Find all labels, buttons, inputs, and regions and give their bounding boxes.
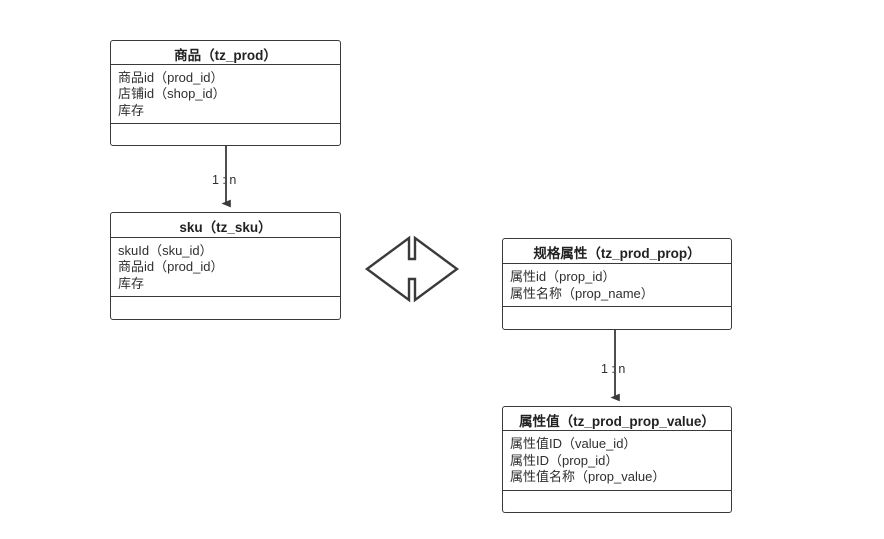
field-item: 库存 <box>118 275 145 291</box>
entity-title-tz-prod: 商品（tz_prod） <box>111 41 340 65</box>
entity-footer-tz-sku <box>111 297 340 319</box>
field-item: 属性ID（prop_id） <box>510 452 619 468</box>
entity-title-tz-prod-prop-value: 属性值（tz_prod_prop_value） <box>503 407 731 432</box>
field-item: 商品id（prod_id） <box>118 69 224 85</box>
entity-fields-tz-sku: skuId（sku_id） 商品id（prod_id） 库存 <box>111 238 340 298</box>
field-item: 属性值ID（value_id） <box>510 436 637 452</box>
field-item: 店铺id（shop_id） <box>118 86 226 102</box>
field-item: 库存 <box>118 102 145 118</box>
entity-tz-prod-prop-value[interactable]: 属性值（tz_prod_prop_value） 属性值ID（value_id） … <box>502 406 732 513</box>
field-item: 属性id（prop_id） <box>510 269 616 285</box>
cardinality-label-prop-propvalue: 1 : n <box>601 362 626 376</box>
entity-fields-tz-prod-prop: 属性id（prop_id） 属性名称（prop_name） <box>503 264 731 308</box>
entity-tz-prod[interactable]: 商品（tz_prod） 商品id（prod_id） 店铺id（shop_id） … <box>110 40 341 146</box>
field-item: 商品id（prod_id） <box>118 259 224 275</box>
entity-footer-tz-prod <box>111 124 340 145</box>
field-item: 属性值名称（prop_value） <box>510 469 666 485</box>
entity-fields-tz-prod: 商品id（prod_id） 店铺id（shop_id） 库存 <box>111 65 340 125</box>
entity-fields-tz-prod-prop-value: 属性值ID（value_id） 属性ID（prop_id） 属性值名称（prop… <box>503 431 731 491</box>
field-item: skuId（sku_id） <box>118 242 213 258</box>
entity-title-tz-prod-prop: 规格属性（tz_prod_prop） <box>503 239 731 265</box>
entity-tz-prod-prop[interactable]: 规格属性（tz_prod_prop） 属性id（prop_id） 属性名称（pr… <box>502 238 732 330</box>
double-headed-arrow-icon <box>364 235 460 303</box>
entity-tz-sku[interactable]: sku（tz_sku） skuId（sku_id） 商品id（prod_id） … <box>110 212 341 320</box>
entity-footer-tz-prod-prop-value <box>503 491 731 512</box>
field-item: 属性名称（prop_name） <box>510 285 654 301</box>
entity-title-tz-sku: sku（tz_sku） <box>111 213 340 238</box>
entity-footer-tz-prod-prop <box>503 307 731 329</box>
cardinality-label-prod-sku: 1 : n <box>212 173 237 187</box>
